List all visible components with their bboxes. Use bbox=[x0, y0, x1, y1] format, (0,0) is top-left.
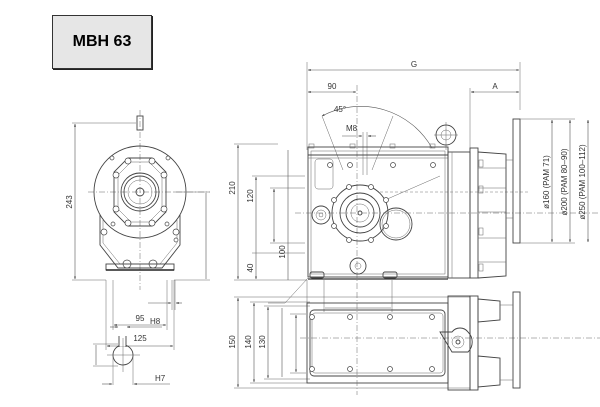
dim-125: 125 bbox=[133, 334, 147, 343]
dim-95: 95 bbox=[136, 314, 145, 323]
thread-m8: M8 bbox=[346, 124, 358, 133]
tol-h7: H7 bbox=[155, 374, 166, 383]
front-view: 243 95 125 bbox=[65, 110, 210, 350]
dim-130: 130 bbox=[258, 335, 267, 349]
flange-option-250: ø250 (PAM 100–112) bbox=[578, 144, 587, 220]
dim-140: 140 bbox=[244, 335, 253, 349]
dim-210: 210 bbox=[228, 181, 237, 195]
dim-150: 150 bbox=[228, 335, 237, 349]
side-view: G 90 A 45° M8 bbox=[228, 60, 600, 312]
tol-h8: H8 bbox=[150, 317, 161, 326]
dim-a: A bbox=[492, 82, 498, 91]
dim-100: 100 bbox=[278, 245, 287, 259]
dim-243: 243 bbox=[65, 195, 74, 209]
angle-45: 45° bbox=[334, 105, 346, 114]
flange-option-160: ø160 (PAM 71) bbox=[542, 155, 551, 209]
dim-40: 40 bbox=[246, 263, 255, 272]
top-view: 150 140 130 bbox=[228, 291, 600, 395]
flange-option-200: ø200 (PAM 80–90) bbox=[560, 148, 569, 215]
dim-g: G bbox=[411, 60, 417, 69]
model-title: MBH 63 bbox=[52, 15, 152, 69]
dim-90: 90 bbox=[328, 82, 337, 91]
dim-120: 120 bbox=[246, 189, 255, 203]
shaft-keyway-detail: H8 H7 bbox=[93, 317, 170, 385]
